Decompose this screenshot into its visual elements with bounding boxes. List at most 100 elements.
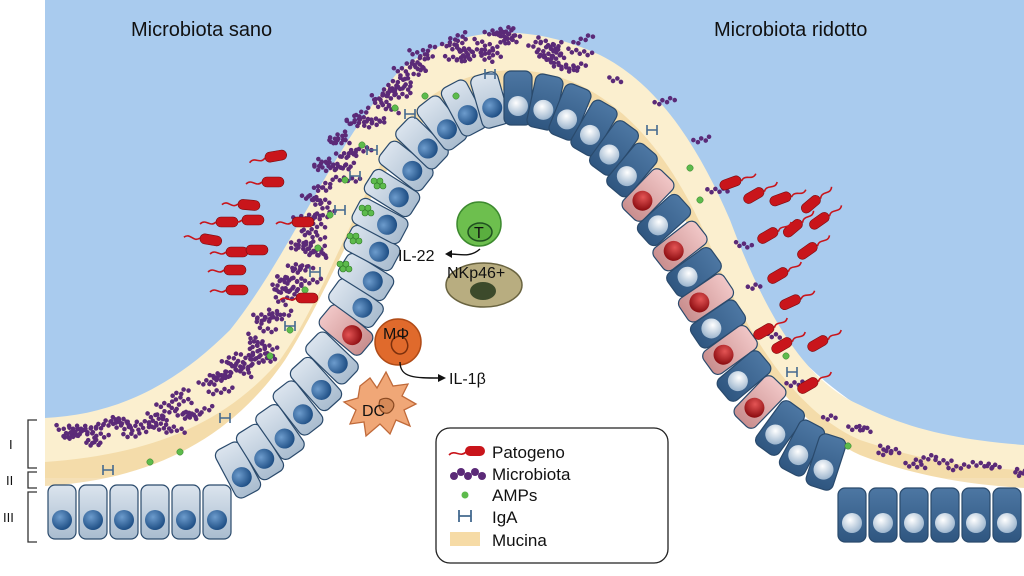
microbiota-chain — [327, 160, 351, 172]
microbiota-chain — [387, 82, 413, 93]
microbiota-chain — [472, 36, 500, 51]
epithelial-cell — [378, 140, 434, 192]
microbiota-chain — [391, 65, 409, 74]
microbiota-chain — [273, 294, 288, 308]
microbiota-chain — [548, 44, 564, 56]
legend-mucin-icon — [450, 532, 480, 546]
epithelial-cell — [395, 116, 449, 170]
microbiota-chain — [498, 33, 523, 46]
microbiota-chain — [231, 363, 254, 380]
epithelial-cell — [440, 79, 488, 137]
microbiota-chain — [154, 402, 182, 418]
microbiota-chain — [691, 134, 712, 145]
epithelial-cell — [702, 324, 758, 376]
microbiota-chain — [903, 460, 928, 471]
amp-dot — [176, 448, 184, 456]
pathogen — [797, 235, 831, 260]
epithelial-cell — [416, 95, 468, 151]
amp-granule — [364, 204, 372, 212]
il22-arrow — [445, 248, 481, 258]
iga-marker — [646, 125, 658, 135]
iga-marker — [349, 171, 361, 181]
dendritic-cell: DC — [342, 370, 418, 438]
pathogen — [275, 216, 315, 228]
epithelial-cell — [289, 356, 343, 412]
legend-microbiota-icon — [450, 468, 486, 480]
t-cell-label: T — [474, 225, 484, 242]
microbiota-chain — [566, 46, 595, 58]
amps-layer — [146, 92, 852, 466]
epithelial-cell — [636, 193, 692, 247]
microbiota-chain — [303, 249, 328, 258]
microbiota-chain — [369, 92, 392, 109]
epithelial-cell — [899, 487, 929, 543]
pathogen — [245, 176, 285, 188]
epithelial-cell — [805, 433, 847, 491]
microbiota-chain — [315, 177, 335, 190]
microbiota-chain — [174, 387, 191, 397]
microbiota-chain — [946, 462, 972, 473]
pathogen — [753, 317, 788, 340]
legend-label-pathogen: Patogeno — [492, 443, 565, 462]
amp-dot — [314, 244, 322, 252]
microbiota-chain — [344, 117, 360, 129]
epithelial-cell — [202, 484, 232, 540]
epithelial-cell — [272, 380, 324, 436]
microbiota-chain — [90, 429, 111, 440]
legend-label-amps: AMPs — [492, 486, 537, 505]
legend-label-microbiota: Microbiota — [492, 465, 571, 484]
microbiota-chain — [257, 325, 279, 335]
microbiota-chain — [206, 385, 235, 397]
microbiota-chain — [733, 239, 755, 250]
microbiota-chain — [410, 52, 430, 65]
iga-marker — [309, 267, 321, 277]
epithelial-cell — [992, 487, 1022, 543]
epithelial-cell — [606, 142, 658, 198]
pathogen — [183, 233, 223, 247]
amp-dot — [358, 141, 366, 149]
epithelial-cell — [733, 375, 787, 429]
epithelial-cell — [171, 484, 201, 540]
layer-brackets — [27, 419, 37, 543]
microbiota-chain — [292, 263, 310, 273]
microbiota-chain — [404, 61, 428, 74]
pathogen — [800, 186, 833, 214]
microbiota-chain — [216, 369, 234, 379]
microbiota-chain — [479, 47, 504, 60]
epithelial-cell — [140, 484, 170, 540]
microbiota-chain — [296, 239, 316, 252]
epithelial-cell — [621, 168, 675, 222]
epithelial-cell — [470, 71, 510, 129]
iga-marker — [366, 145, 378, 155]
microbiota-chain — [116, 417, 133, 428]
amp-granule — [352, 232, 360, 240]
amp-dot — [341, 176, 349, 184]
legend-iga-icon — [458, 510, 472, 522]
amp-dot — [146, 458, 154, 466]
microbiota-chain — [548, 59, 577, 74]
epithelial-cell — [754, 400, 806, 456]
microbiota-chain — [310, 221, 328, 230]
microbiota-chain — [121, 430, 142, 440]
iga-marker — [284, 321, 296, 331]
microbiota-chain — [361, 118, 387, 130]
microbiota-chain — [248, 353, 278, 364]
epithelial-cell — [652, 220, 708, 272]
pathogen — [221, 199, 261, 211]
epithelial-cell — [930, 487, 960, 543]
layer-label-1: I — [9, 437, 13, 452]
microbiota-chain — [398, 73, 413, 85]
iga-marker — [334, 205, 346, 215]
il1b-arrow — [399, 361, 446, 382]
il1b-label: IL-1β — [449, 371, 486, 388]
epithelial-cell — [868, 487, 898, 543]
pathogen — [229, 244, 269, 256]
title-healthy-microbiota: Microbiota sano — [131, 19, 272, 41]
microbiota-chain — [877, 443, 902, 456]
epithelial-cell — [78, 484, 108, 540]
amp-dot — [301, 286, 309, 294]
epithelial-cell — [255, 404, 305, 460]
legend-pathogen-icon — [448, 446, 485, 456]
t-cell: T — [456, 201, 502, 247]
